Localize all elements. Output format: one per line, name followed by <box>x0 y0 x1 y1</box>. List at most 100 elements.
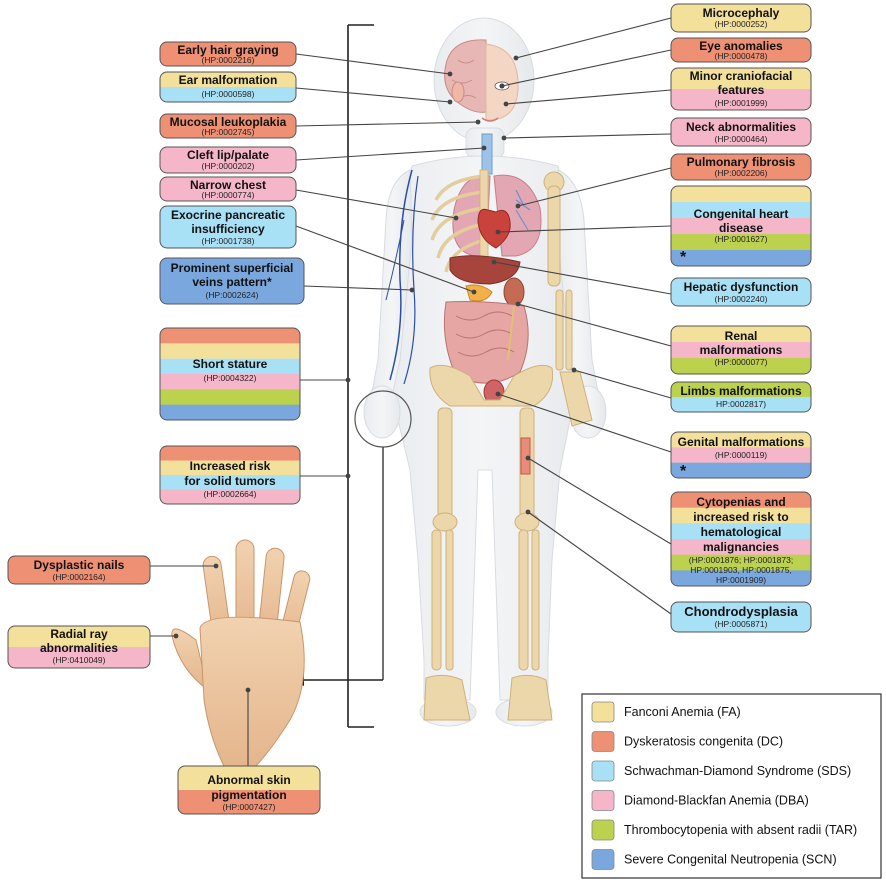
label-limbs-malformations: Limbs malformations <box>680 384 802 398</box>
band-dba <box>671 89 811 110</box>
hp-code-abnormal-skin-pigmentation: (HP:0007427) <box>223 802 276 812</box>
label-radial-ray-abnormalities: abnormalities <box>40 641 118 655</box>
box-eye-anomalies[interactable]: Eye anomalies(HP:0000478) <box>670 37 812 63</box>
band-dba <box>671 218 811 235</box>
label-exocrine-pancreatic-insufficiency: insufficiency <box>191 222 265 236</box>
box-border <box>7 555 151 585</box>
hp-code-mucosal-leukoplakia: (HP:0002745) <box>202 127 255 137</box>
connector-lines <box>150 17 672 766</box>
box-border <box>159 257 305 305</box>
connector-microcephaly <box>515 17 672 59</box>
label-exocrine-pancreatic-insufficiency: Exocrine pancreatic <box>171 208 285 222</box>
box-neck-abnormalities[interactable]: Neck abnormalities(HP:0000464) <box>670 117 812 147</box>
legend-swatch <box>591 731 615 752</box>
connector-dot-exocrine-pancreatic-insufficiency <box>471 289 477 295</box>
box-early-hair-graying[interactable]: Early hair graying(HP:0002216) <box>159 41 297 67</box>
box-pulmonary-fibrosis[interactable]: Pulmonary fibrosis(HP:0002206) <box>670 153 812 181</box>
box-cleft-lip-palate[interactable]: Cleft lip/palate(HP:0000202) <box>159 146 297 174</box>
hp-code-narrow-chest: (HP:0000774) <box>202 190 255 200</box>
connector-mucosal-leukoplakia <box>295 121 479 127</box>
band-sds <box>160 206 296 248</box>
label-short-stature: Short stature <box>193 357 268 371</box>
box-microcephaly[interactable]: Microcephaly(HP:0000252) <box>670 3 812 33</box>
band-fa <box>8 626 150 648</box>
hp-code-hepatic-dysfunction: (HP:0002240) <box>715 294 768 304</box>
band-dba <box>671 447 811 464</box>
band-dba <box>160 489 300 504</box>
connector-eye-anomalies <box>501 49 672 87</box>
box-border <box>159 113 297 139</box>
legend: Fanconi Anemia (FA) Dyskeratosis congenit… <box>581 693 882 879</box>
band-tar <box>671 358 811 374</box>
connector-dot-hepatic-dysfunction <box>491 259 497 265</box>
box-chondrodysplasia[interactable]: Chondrodysplasia(HP:0005871) <box>670 601 812 633</box>
band-dc <box>160 114 296 138</box>
band-sds <box>160 358 300 375</box>
box-border <box>670 67 812 111</box>
box-border <box>159 41 297 67</box>
connector-exocrine-pancreatic-insufficiency <box>295 225 475 293</box>
label-radial-ray-abnormalities: Radial ray <box>50 627 108 641</box>
connector-dot-chondrodysplasia <box>525 509 531 515</box>
band-sds <box>671 602 811 632</box>
band-tar <box>671 382 811 398</box>
box-border <box>177 765 321 815</box>
hp-code-prominent-superficial-veins: (HP:0002624) <box>206 290 259 300</box>
connector-dot-cleft-lip-palate <box>481 145 487 151</box>
box-hepatic-dysfunction[interactable]: Hepatic dysfunction(HP:0002240) <box>670 277 812 307</box>
hp-code-microcephaly: (HP:0000252) <box>715 19 768 29</box>
box-border <box>159 327 301 421</box>
band-dba <box>160 147 296 173</box>
box-short-stature[interactable]: Short stature(HP:0004322) <box>159 327 301 421</box>
connector-dots <box>173 55 577 693</box>
band-fa <box>178 766 320 791</box>
box-border <box>159 146 297 174</box>
box-exocrine-pancreatic-insufficiency[interactable]: Exocrine pancreaticinsufficiency(HP:0001… <box>159 205 297 249</box>
band-scn <box>160 404 300 420</box>
box-genital-malformations[interactable]: Genital malformations(HP:0000119)* <box>670 431 812 480</box>
label-cytopenias-hematological: increased risk to <box>693 510 788 524</box>
hp-code-exocrine-pancreatic-insufficiency: (HP:0001738) <box>202 236 255 246</box>
band-sds <box>160 475 300 490</box>
box-border <box>670 325 812 375</box>
box-narrow-chest[interactable]: Narrow chest(HP:0000774) <box>159 176 297 202</box>
connector-pulmonary-fibrosis <box>517 167 672 207</box>
legend-item-fa: Fanconi Anemia (FA) <box>591 701 741 723</box>
connector-dot-cytopenias-hematological <box>525 455 531 461</box>
box-dysplastic-nails[interactable]: Dysplastic nails(HP:0002164) <box>7 555 151 585</box>
hp-code-radial-ray-abnormalities: (HP:0410049) <box>53 655 106 665</box>
hp-code-ear-malformation: (HP:0000598) <box>202 89 255 99</box>
connector-dot-renal-malformations <box>515 301 521 307</box>
connector-dot-neck-abnormalities <box>501 135 507 141</box>
band-dc <box>160 446 300 461</box>
connector-dot-congenital-heart-disease <box>495 229 501 235</box>
label-abnormal-skin-pigmentation: Abnormal skin <box>207 773 290 787</box>
bracket <box>347 24 374 728</box>
band-dc <box>160 328 300 344</box>
box-ear-malformation[interactable]: Ear malformation(HP:0000598) <box>159 71 297 103</box>
box-mucosal-leukoplakia[interactable]: Mucosal leukoplakia(HP:0002745) <box>159 113 297 139</box>
label-genital-malformations: Genital malformations <box>678 435 805 449</box>
connector-dot-minor-craniofacial-features <box>503 101 509 107</box>
label-cytopenias-hematological: Cytopenias and <box>696 495 785 509</box>
connector-dot-limbs-malformations <box>571 367 577 373</box>
label-increased-risk-solid-tumors: for solid tumors <box>184 474 276 488</box>
legend-item-sds: Schwachman-Diamond Syndrome (SDS) <box>591 760 851 782</box>
connector-limbs-malformations <box>573 369 672 399</box>
band-fa <box>160 460 300 476</box>
label-cleft-lip-palate: Cleft lip/palate <box>187 148 269 162</box>
band-dc <box>8 556 150 584</box>
hp-code-early-hair-graying: (HP:0002216) <box>202 55 255 65</box>
human-body-illustration <box>363 17 607 727</box>
legend-label: Severe Congenital Neutropenia (SCN) <box>624 853 837 867</box>
legend-label: Dyskeratosis congenita (DC) <box>624 735 783 749</box>
